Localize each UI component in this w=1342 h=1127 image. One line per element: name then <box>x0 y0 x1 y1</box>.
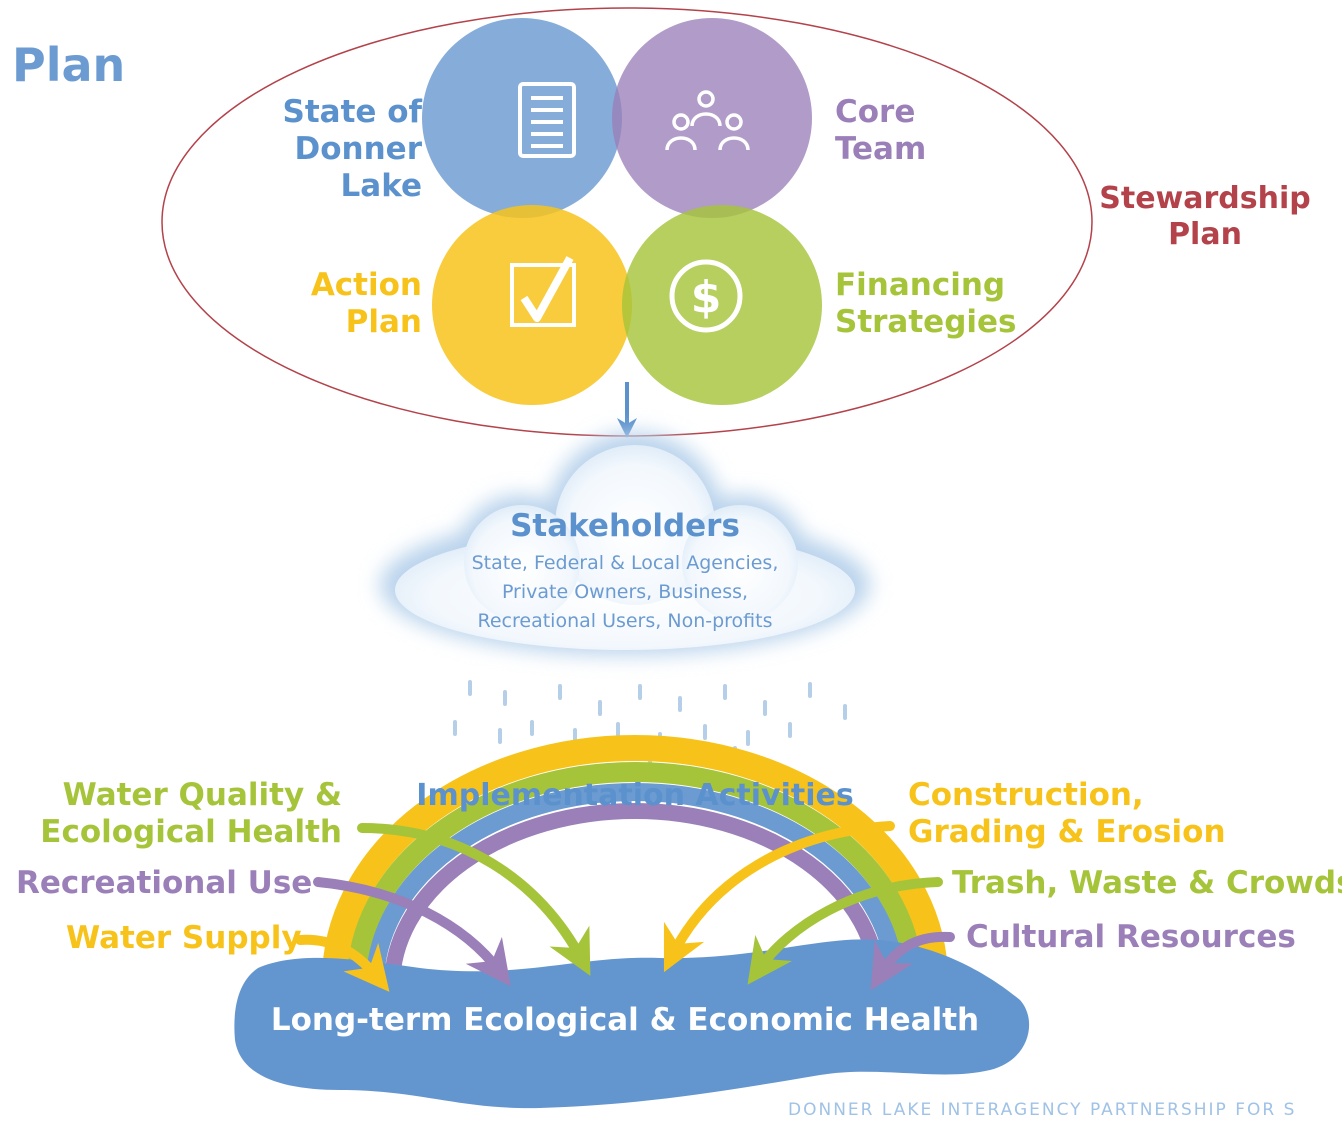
activity-arrows <box>295 821 955 992</box>
footer-text: DONNER LAKE INTERAGENCY PARTNERSHIP FOR … <box>788 1100 1297 1120</box>
implementation-activities-label: Implementation Activities <box>416 778 854 813</box>
people-icon <box>665 90 750 151</box>
document-icon <box>518 82 576 158</box>
label-financing-strategies: Financing Strategies <box>835 267 1017 341</box>
stakeholders-line: Private Owners, Business, <box>501 581 749 603</box>
label-action-plan: Action Plan <box>310 267 422 341</box>
venn-circle-core-team <box>612 18 812 218</box>
arrow-cultural <box>870 931 955 991</box>
stakeholders-title: Stakeholders <box>510 508 740 544</box>
label-core-team: Core Team <box>835 94 927 168</box>
label-construction-grading-erosion: Construction, Grading & Erosion <box>908 777 1226 851</box>
svg-text:$: $ <box>691 272 722 323</box>
arrow-construction <box>663 821 895 973</box>
label-stewardship-plan: Stewardship Plan <box>1099 181 1311 252</box>
arrow-water-quality <box>357 823 591 976</box>
stakeholders-line: State, Federal & Local Agencies, <box>471 552 779 574</box>
lake-label: Long-term Ecological & Economic Health <box>270 1002 980 1038</box>
arrow-recreational-use <box>313 877 511 987</box>
stakeholders-cloud <box>380 432 870 655</box>
venn-circle-financing <box>622 205 822 405</box>
arrow-water-supply <box>295 934 390 992</box>
arrow-trash <box>747 877 943 985</box>
label-water-supply: Water Supply <box>66 920 302 956</box>
dollar-icon: $ <box>669 259 743 333</box>
label-water-quality: Water Quality & Ecological Health <box>40 777 342 851</box>
label-recreational-use: Recreational Use <box>16 865 313 901</box>
page-title: Plan <box>12 38 126 92</box>
stakeholders-line: Recreational Users, Non-profits <box>477 610 773 632</box>
label-state-of-donner-lake: State of Donner Lake <box>282 94 423 205</box>
checkbox-icon <box>510 256 576 327</box>
lake <box>234 939 1030 1109</box>
label-trash-waste-crowds: Trash, Waste & Crowds <box>952 865 1342 901</box>
label-cultural-resources: Cultural Resources <box>966 919 1296 955</box>
venn-diagram <box>422 18 822 405</box>
